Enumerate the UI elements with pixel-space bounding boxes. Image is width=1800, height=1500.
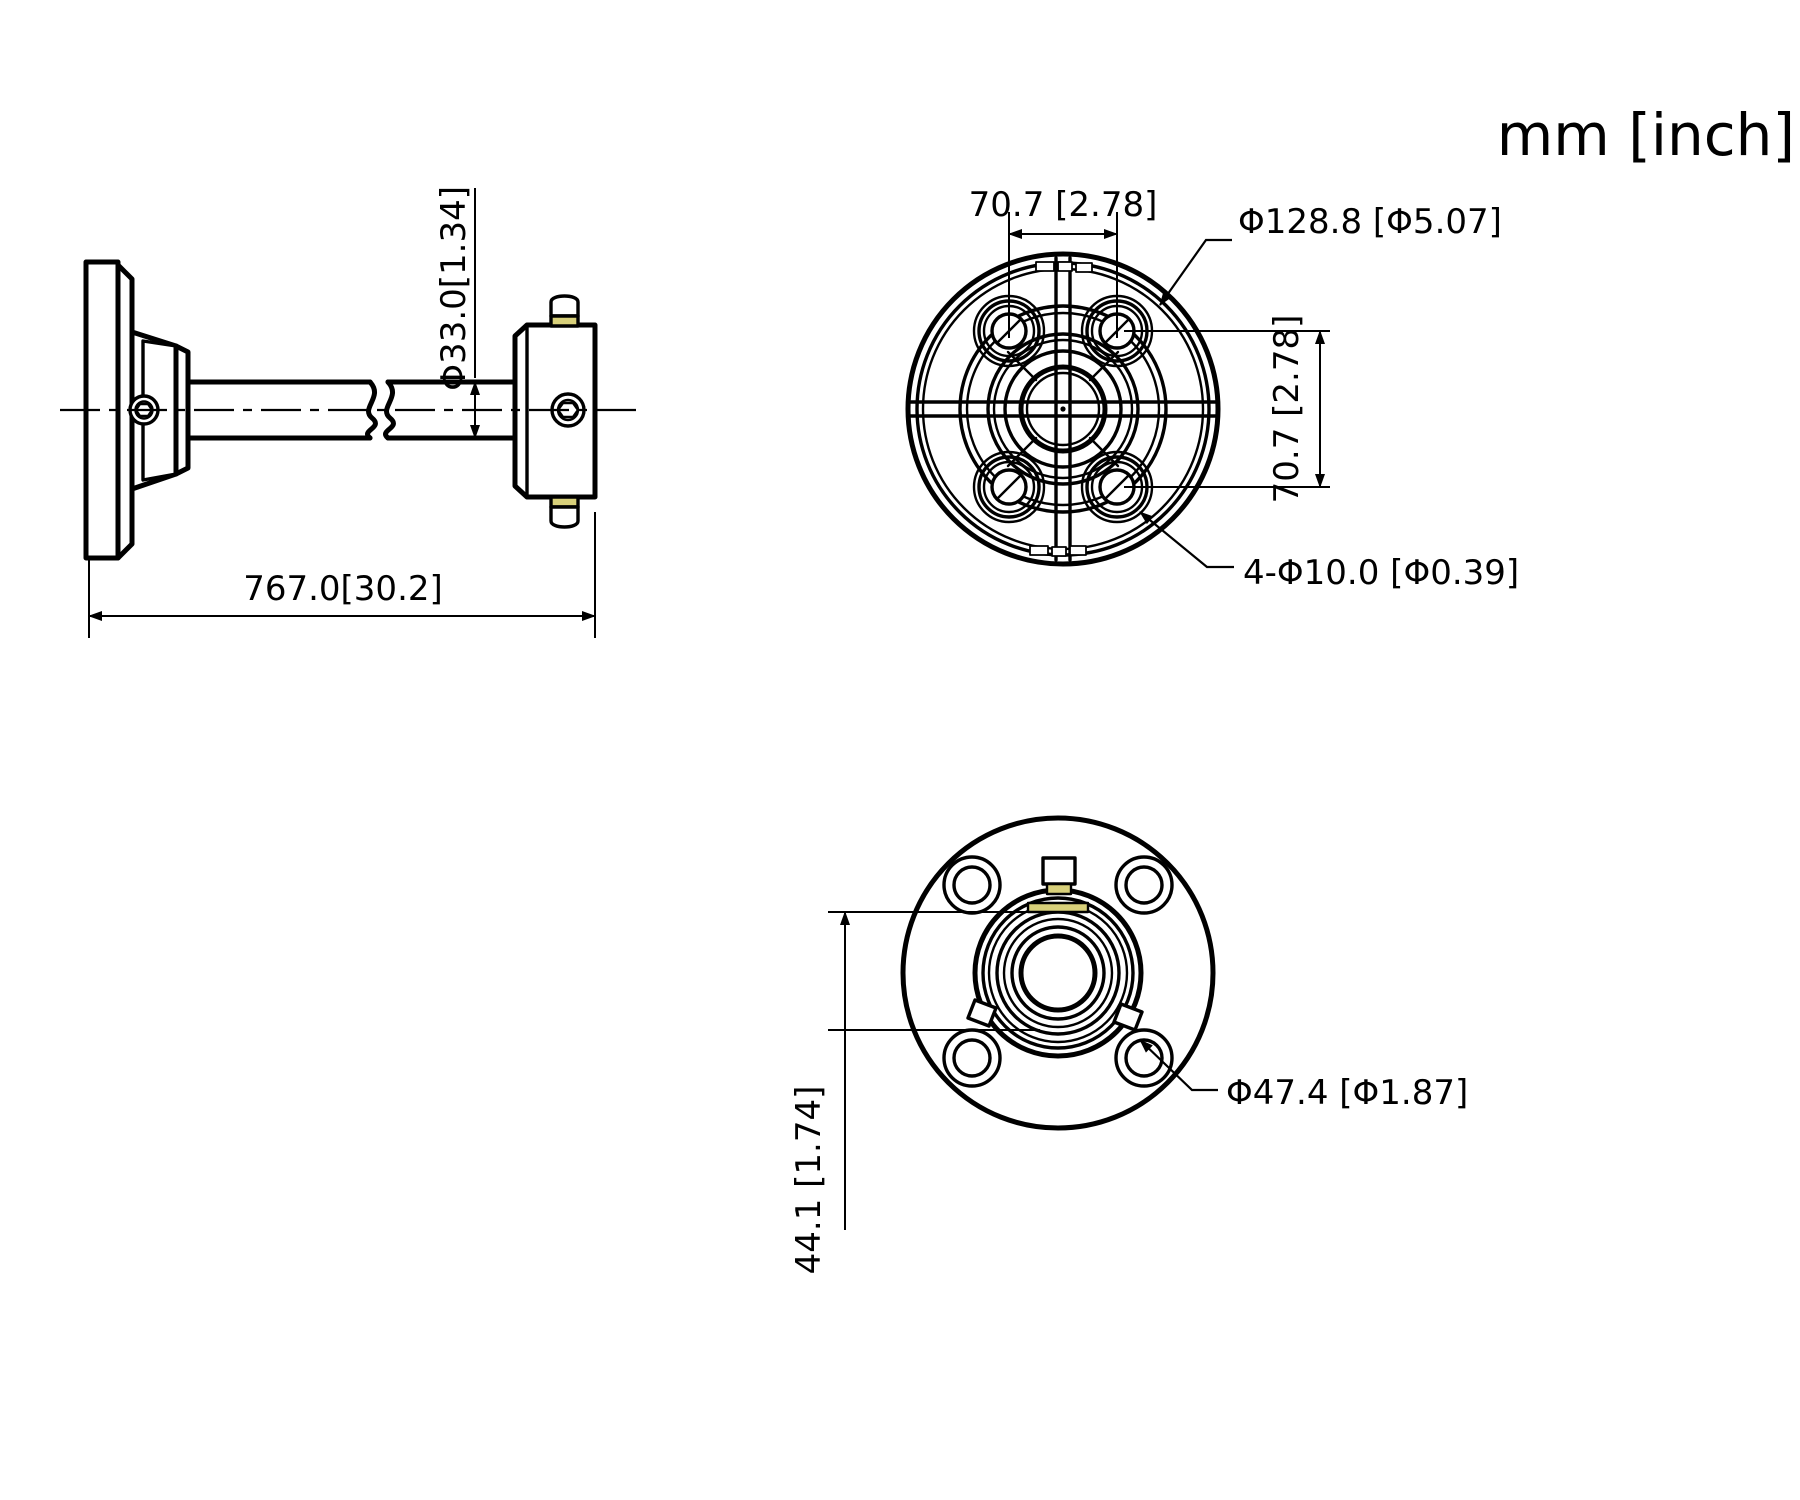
dim-boss-height: 44.1 [1.74] xyxy=(789,911,1040,1275)
dim-overall-length-label: 767.0[30.2] xyxy=(243,569,443,609)
clamp-screw-bottom xyxy=(549,495,580,529)
dim-shaft-diameter: Φ33.0[1.34] xyxy=(434,186,480,439)
dim-hole-pitch-vertical-label: 70.7 [2.78] xyxy=(1267,315,1307,504)
dim-hole-pitch-horizontal: 70.7 [2.78] xyxy=(969,185,1158,338)
mounting-hole-bottom-left xyxy=(972,450,1046,524)
dim-outer-diameter: Φ128.8 [Φ5.07] xyxy=(1159,202,1502,306)
camera-base-hole-bottom-left xyxy=(942,1028,1002,1088)
wall-plate xyxy=(83,259,135,561)
dim-boss-height-label: 44.1 [1.74] xyxy=(789,1086,829,1275)
camera-base-hole-bottom-right xyxy=(1114,1028,1174,1088)
dim-shaft-diameter-label: Φ33.0[1.34] xyxy=(434,186,474,391)
dim-boss-diameter-label: Φ47.4 [Φ1.87] xyxy=(1226,1073,1468,1113)
camera-boss-key-tab xyxy=(1026,856,1090,914)
mounting-hole-bottom-right xyxy=(1080,450,1154,524)
camera-base-hole-top-right xyxy=(1114,855,1174,915)
clamp-screw-top xyxy=(549,294,580,328)
dim-mounting-holes-label: 4-Φ10.0 [Φ0.39] xyxy=(1243,553,1519,593)
dim-mounting-holes: 4-Φ10.0 [Φ0.39] xyxy=(1139,511,1519,593)
tube-shaft-right xyxy=(385,379,518,441)
dim-overall-length: 767.0[30.2] xyxy=(88,512,596,638)
base-inner-ring xyxy=(958,304,1168,514)
dim-hole-pitch-horizontal-label: 70.7 [2.78] xyxy=(969,185,1158,225)
base-hub xyxy=(986,332,1140,486)
dim-outer-diameter-label: Φ128.8 [Φ5.07] xyxy=(1238,202,1502,242)
base-rim-slots xyxy=(1029,261,1093,557)
break-symbol xyxy=(365,379,396,441)
dim-hole-pitch-vertical: 70.7 [2.78] xyxy=(1124,315,1330,504)
camera-boss-side-tabs xyxy=(966,998,1144,1032)
unit-note-label: mm [inch] xyxy=(1497,101,1795,169)
dim-boss-diameter: Φ47.4 [Φ1.87] xyxy=(1139,1039,1468,1113)
camera-base-plan-view: 44.1 [1.74] Φ47.4 [Φ1.87] xyxy=(789,815,1468,1275)
tube-shaft-left xyxy=(185,379,373,441)
side-elevation-view: Φ33.0[1.34] 767.0[30.2] xyxy=(60,186,640,638)
mount-base-plan-view: 70.7 [2.78] 70.7 [2.78] Φ128.8 [Φ5.07] 4… xyxy=(905,185,1519,593)
camera-boss-rings xyxy=(972,887,1144,1059)
camera-base-hole-top-left xyxy=(942,855,1002,915)
